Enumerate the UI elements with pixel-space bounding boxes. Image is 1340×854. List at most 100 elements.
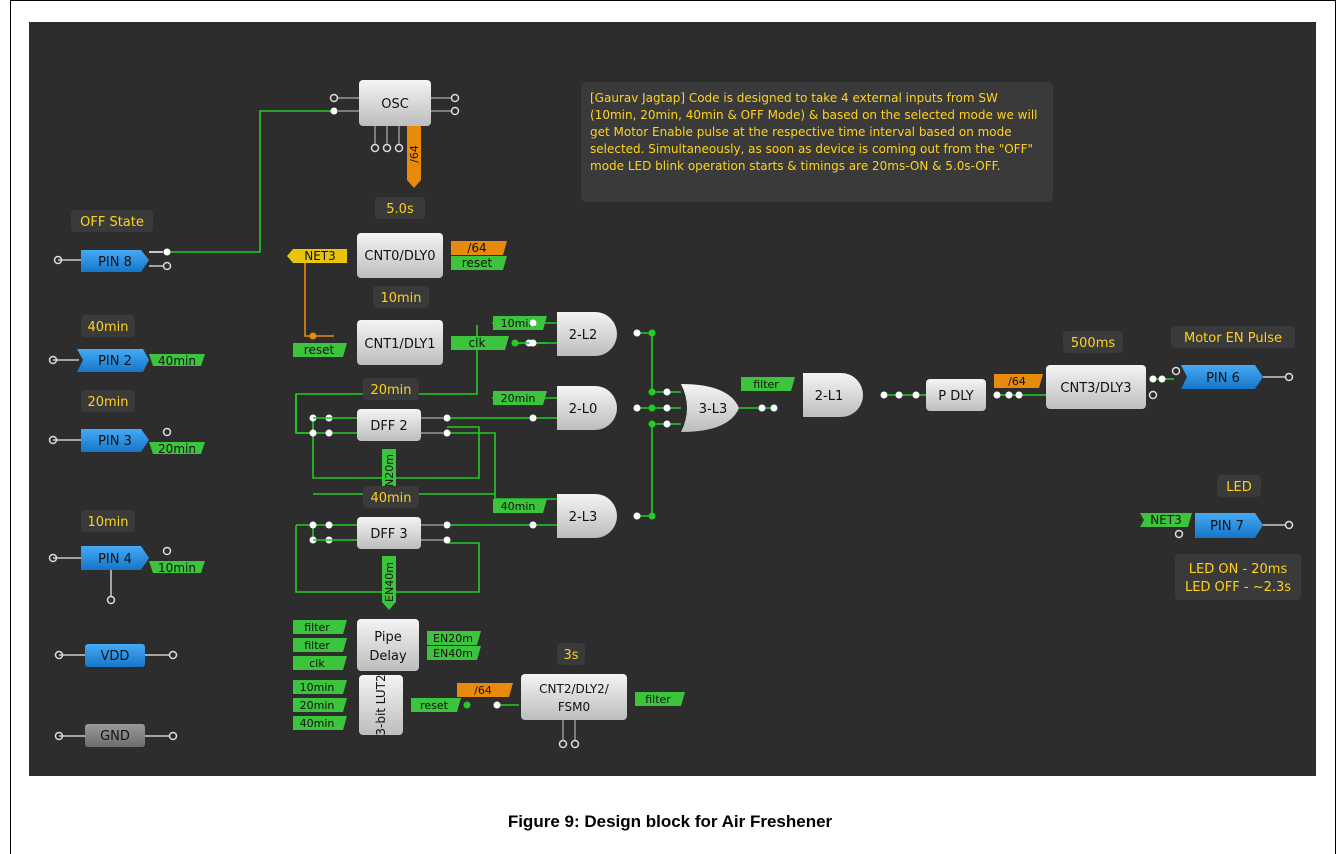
pin7-button[interactable] <box>1195 513 1263 538</box>
cnt2-out-filter: filter <box>645 693 671 706</box>
l1-in-filter: filter <box>753 378 779 391</box>
min20-label: 20min <box>87 395 128 410</box>
lut2-block[interactable]: 10min 20min 40min 3-bit LUT2 reset /64 <box>293 674 513 736</box>
cnt3-label: CNT3/DLY3 <box>1060 381 1131 396</box>
pin7-group: LED NET3 PIN 7 LED ON - 20ms LED OFF - ~… <box>1140 475 1301 600</box>
osc-block[interactable]: OSC /64 <box>329 80 460 188</box>
motor-pulse-label: Motor EN Pulse <box>1184 331 1282 346</box>
gnd-group: GND <box>54 724 178 747</box>
pin3-label: PIN 3 <box>98 434 132 449</box>
l1-label: 2-L1 <box>815 389 843 404</box>
cnt1-period-group: 10min <box>373 286 429 308</box>
tag-40min-pin2: 40min <box>158 354 196 368</box>
or-l3-gate[interactable]: 3-L3 <box>648 384 778 432</box>
osc-label: OSC <box>381 97 409 112</box>
cnt0-reset-tag: reset <box>462 256 493 270</box>
dff2-en-tag: EN20m <box>383 454 396 494</box>
lut-out-reset: reset <box>420 699 449 712</box>
pipe-delay-block[interactable]: filter filter clk Pipe Delay EN20m EN40m <box>293 619 481 671</box>
cnt2-period-label: 3s <box>563 648 578 663</box>
pin6-label: PIN 6 <box>1206 371 1240 386</box>
pipe-in-filter2: filter <box>304 639 330 652</box>
gnd-label: GND <box>100 729 130 744</box>
vdd-label: VDD <box>101 649 130 664</box>
pdly-block[interactable]: P DLY /64 <box>926 374 1043 411</box>
pin3-button[interactable] <box>81 429 149 452</box>
osc-period-label: 5.0s <box>386 202 414 217</box>
l2-in-10: 10min <box>501 317 536 330</box>
min10-label: 10min <box>87 515 128 530</box>
cnt1-block[interactable]: reset CNT1/DLY1 clk <box>293 320 557 365</box>
cnt3-block[interactable]: CNT3/DLY3 <box>1046 365 1166 409</box>
pin2-button[interactable] <box>77 349 149 372</box>
tag-20min-pin3: 20min <box>158 442 196 456</box>
lut-in-40: 40min <box>300 717 335 730</box>
and-l2-gate[interactable]: 10min 2-L2 <box>493 312 656 356</box>
pipe-out-en40: EN40m <box>433 647 473 660</box>
l0-in-20: 20min <box>501 392 536 405</box>
cnt2-label-1: CNT2/DLY2/ <box>539 682 610 696</box>
dff2-period-label: 20min <box>370 383 411 398</box>
cnt1-clk-tag: clk <box>469 336 486 350</box>
pipe-in-filter1: filter <box>304 621 330 634</box>
cnt1-reset-tag: reset <box>304 343 335 357</box>
and-l0-gate[interactable]: 20min 2-L0 <box>493 386 656 430</box>
pin8-button[interactable] <box>81 250 149 272</box>
tag-10min-pin4: 10min <box>158 561 196 575</box>
cnt0-block[interactable]: NET3 CNT0/DLY0 /64 reset <box>287 233 507 278</box>
pin4-button[interactable] <box>81 546 149 570</box>
lut-in-20: 20min <box>300 699 335 712</box>
and-l3-gate[interactable]: 40min 2-L3 <box>493 494 656 538</box>
l3-in-40: 40min <box>501 500 536 513</box>
pin3-group: 20min PIN 3 20min <box>48 390 205 456</box>
pin8-group: OFF State PIN 8 <box>53 210 172 272</box>
net3-tag-cnt0: NET3 <box>304 249 336 263</box>
osc-div-tag: /64 <box>408 145 421 163</box>
led-label: LED <box>1226 480 1251 495</box>
dff3-label: DFF 3 <box>370 527 407 542</box>
lut-label: 3-bit LUT2 <box>374 674 388 735</box>
note-text: [Gaurav Jagtap] Code is designed to take… <box>590 91 1038 173</box>
pin4-label: PIN 4 <box>98 552 132 567</box>
l2-label: 2-L2 <box>569 328 597 343</box>
off-state-label: OFF State <box>80 215 144 230</box>
cnt3-div-tag: /64 <box>1008 375 1026 388</box>
dff3-period-group: 40min <box>363 486 419 508</box>
cnt0-div-tag: /64 <box>467 241 486 255</box>
figure-frame <box>10 0 1336 854</box>
l3-label: 2-L3 <box>569 510 597 525</box>
pdly-label: P DLY <box>938 389 973 404</box>
pin8-label: PIN 8 <box>98 255 132 270</box>
pin2-group: 40min PIN 2 40min <box>48 315 205 372</box>
orange-wire <box>304 255 334 337</box>
cnt2-block[interactable]: CNT2/DLY2/ FSM0 filter <box>521 674 685 749</box>
dff2-label: DFF 2 <box>370 419 407 434</box>
dff3-en-tag: EN40m <box>383 562 396 602</box>
design-note: [Gaurav Jagtap] Code is designed to take… <box>581 82 1053 202</box>
figure-caption: Figure 9: Design block for Air Freshener <box>507 812 833 831</box>
vdd-group: VDD <box>54 644 178 667</box>
net3-tag-pin7: NET3 <box>1150 513 1182 527</box>
pin6-group: Motor EN Pulse PIN 6 <box>1171 326 1295 389</box>
vdd-button[interactable] <box>85 644 145 667</box>
cnt2-period-group: 3s <box>557 643 585 665</box>
schematic-canvas: [Gaurav Jagtap] Code is designed to take… <box>29 22 1316 776</box>
dff3-block[interactable]: DFF 3 EN40m <box>309 517 451 610</box>
cnt1-period-label: 10min <box>380 291 421 306</box>
gnd-button[interactable] <box>85 724 145 747</box>
cnt1-label: CNT1/DLY1 <box>364 337 435 352</box>
pin7-label: PIN 7 <box>1210 519 1244 534</box>
pin6-button[interactable] <box>1181 365 1263 389</box>
and-l1-gate[interactable]: filter 2-L1 <box>741 373 920 417</box>
or-label: 3-L3 <box>699 402 727 417</box>
cnt3-period-label: 500ms <box>1071 336 1115 351</box>
pipe-in-clk: clk <box>309 657 325 670</box>
lut-in-10: 10min <box>300 681 335 694</box>
min40-label: 40min <box>87 320 128 335</box>
pipe-label-2: Delay <box>369 649 407 664</box>
pipe-label-1: Pipe <box>374 630 401 645</box>
led-on-label: LED ON - 20ms <box>1189 562 1288 577</box>
l0-label: 2-L0 <box>569 402 597 417</box>
dff2-period-group: 20min <box>363 378 419 400</box>
cnt0-label: CNT0/DLY0 <box>364 249 435 264</box>
